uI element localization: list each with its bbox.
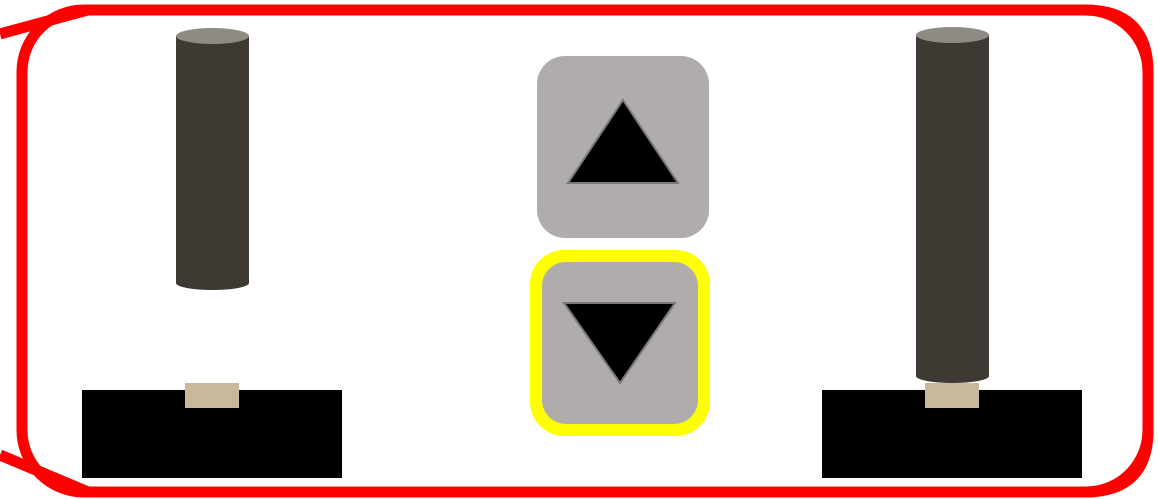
cylinder-icon bbox=[176, 28, 249, 290]
sample-block-icon bbox=[925, 383, 979, 408]
cylinder-icon bbox=[916, 27, 989, 383]
move-up-button[interactable] bbox=[537, 56, 709, 238]
right-assembly bbox=[822, 27, 1082, 478]
move-down-button[interactable] bbox=[530, 250, 710, 436]
move-down-button-graphic bbox=[530, 250, 710, 436]
left-assembly bbox=[82, 28, 342, 478]
move-up-button-graphic bbox=[537, 56, 709, 238]
sample-block-icon bbox=[185, 383, 239, 408]
